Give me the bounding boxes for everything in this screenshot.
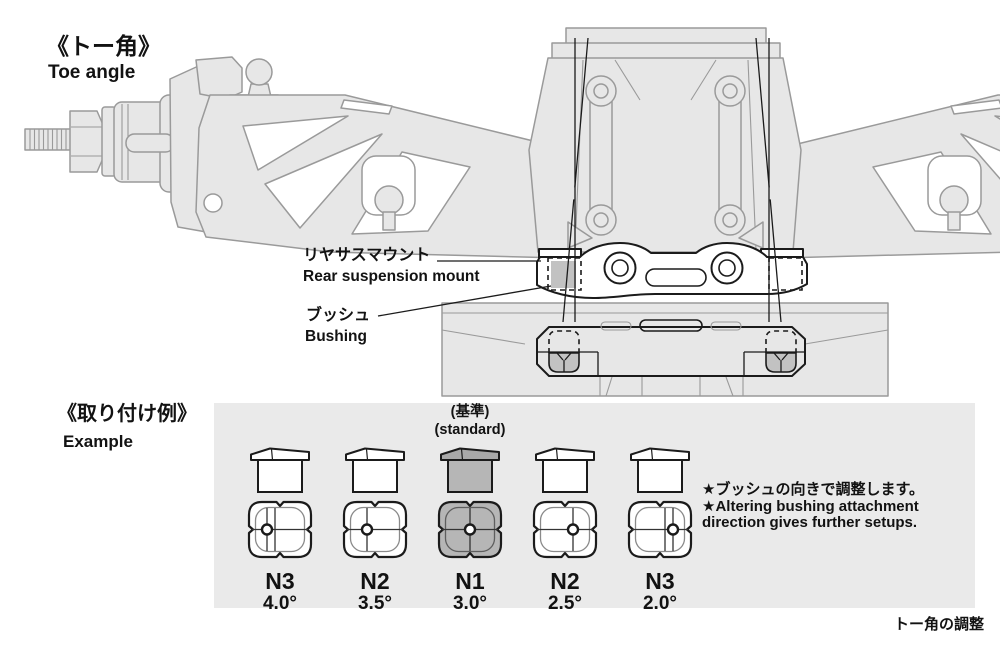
bushing-figure (247, 447, 313, 559)
mount-rear-view-bar (536, 326, 806, 377)
left-axle-assembly (24, 94, 215, 193)
bushing-side-view (345, 447, 405, 493)
page-footer-label: トー角の調整 (893, 616, 984, 633)
example-heading-en: Example (63, 432, 133, 451)
bushing-figure (437, 447, 503, 559)
left-suspension-arm (195, 94, 563, 259)
bushing-option-N1: N1 3.0° (435, 444, 505, 614)
leader-line-bushing (377, 285, 552, 317)
bushing-rear-left (548, 352, 580, 373)
bushing-top-view (627, 500, 693, 559)
bushing-rear-right (765, 352, 797, 373)
bushing-angle: 2.5° (547, 593, 582, 614)
left-hub-upright (169, 56, 281, 234)
bushing-side-view (250, 447, 310, 493)
bushing-side-view (630, 447, 690, 493)
bushing-top-left-highlight (551, 261, 576, 288)
bushing-angle: 3.0° (452, 593, 487, 614)
example-heading-jp: 《取り付け例》 (57, 403, 197, 425)
bushing-angle: 2.0° (642, 593, 677, 614)
bushing-option-N2: N2 2.5° (530, 444, 600, 614)
ball-stud (245, 58, 273, 86)
bushing-code: N3 (265, 568, 295, 594)
bushing-angle: 4.0° (262, 593, 297, 614)
bushing-top-view (247, 500, 313, 559)
bushing-option-N2: N2 3.5° (340, 444, 410, 614)
toe-reference-lines (562, 37, 782, 323)
bushing-option-N3: N3 4.0° (245, 444, 315, 614)
setup-note-line: ★Altering bushing attachment (702, 497, 919, 515)
rear-suspension-mount-top-view (536, 242, 808, 299)
setup-notes: ★ブッシュの向きで調整します。 ★Altering bushing attach… (702, 481, 924, 532)
toe-angle-heading-jp: 《トー角》 (46, 33, 161, 59)
rear-mount-label-en: Rear suspension mount (303, 268, 480, 285)
bushing-code: N2 (550, 568, 580, 594)
bushing-top-view (437, 500, 503, 559)
setup-note-line: ★ブッシュの向きで調整します。 (702, 481, 924, 498)
bushing-side-view (440, 447, 500, 493)
toe-angle-heading-en: Toe angle (48, 62, 136, 83)
right-suspension-arm (780, 94, 1000, 259)
bushing-angle: 3.5° (357, 593, 392, 614)
setup-note-line: direction gives further setups. (702, 514, 918, 531)
bushing-label-en: Bushing (305, 328, 367, 345)
bushing-code: N3 (645, 568, 675, 594)
bushing-code: N1 (455, 568, 485, 594)
rear-mount-label-jp: リヤサスマウント (303, 247, 431, 264)
standard-label-en: (standard) (434, 422, 506, 438)
bushing-side-view (535, 447, 595, 493)
bushing-label-jp: ブッシュ (306, 307, 371, 324)
center-gearbox (528, 27, 802, 253)
lower-rear-view (441, 302, 889, 397)
standard-label-jp: (基準) (450, 404, 490, 420)
bushing-code: N2 (360, 568, 390, 594)
bushing-figure (532, 447, 598, 559)
bushing-top-view (532, 500, 598, 559)
bushing-figure (342, 447, 408, 559)
bushing-figure (627, 447, 693, 559)
bushing-top-view (342, 500, 408, 559)
bushing-option-N3: N3 2.0° (625, 444, 695, 614)
